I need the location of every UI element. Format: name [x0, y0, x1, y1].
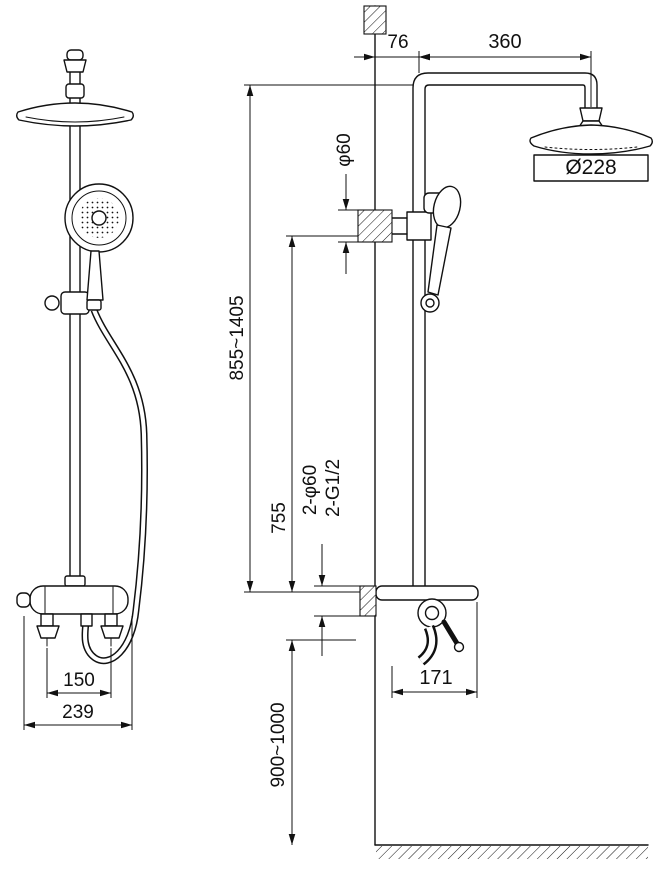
inlet-flange-hatch [359, 585, 377, 617]
dim-bracket-diameter: φ60 [334, 133, 358, 274]
wall-hatch-band [363, 5, 387, 35]
rain-head-side [529, 124, 653, 155]
side-view: 76 360 Ø228 φ60 855~1405 755 [227, 5, 653, 859]
mixer-lever-knob [453, 641, 465, 653]
hand-shower-front [64, 183, 134, 311]
rain-head-mount [65, 83, 85, 99]
dim-bracket-diameter-label: φ60 [334, 133, 355, 166]
bracket-clamp [406, 211, 432, 241]
dim-riser-height: 855~1405 [227, 84, 413, 593]
rain-head-spray-face [544, 146, 638, 150]
dim-top: 76 360 [354, 31, 592, 107]
dim-overall-width-label: 239 [62, 702, 94, 723]
left-inlet [40, 613, 54, 627]
mixer-spout-inner [419, 625, 436, 664]
dim-head-diameter-label: Ø228 [565, 156, 616, 179]
dim-inlet-spacing: 150 [46, 648, 112, 698]
riser-arm-outer [412, 72, 598, 587]
mixer-left-knob [16, 592, 31, 608]
dim-head-diameter: Ø228 [533, 154, 649, 182]
mixer-shelf [375, 585, 479, 601]
dim-arm-reach-label: 360 [488, 31, 521, 53]
hand-shower-center-cap [91, 210, 107, 226]
wall-bracket [357, 209, 432, 243]
dim-head-diameter-box [533, 154, 649, 182]
rain-head-front-rim [25, 116, 125, 123]
wall-section [363, 5, 387, 846]
dim-inlets: 2-φ60 2-G1/2 [300, 459, 360, 656]
slider-knob [44, 295, 60, 311]
riser-and-arm [412, 72, 604, 587]
mixer-lever [441, 619, 461, 648]
rail-top-cap [66, 49, 84, 61]
dim-bracket-height-label: 755 [269, 502, 290, 534]
mixer-valve-cap [424, 605, 440, 621]
floor-section [374, 844, 649, 859]
dim-inlets-thread-label: 2-G1/2 [323, 459, 344, 517]
hand-shower-ball-joint-core [425, 298, 435, 308]
riser-collar [64, 575, 86, 587]
head-connector-nut [579, 107, 603, 122]
rail-top-nut [63, 59, 87, 73]
hand-shower-handle-front [86, 250, 104, 301]
dim-wall-offset-label: 76 [387, 32, 408, 53]
dim-bracket-height: 755 [269, 235, 358, 592]
slider-bracket [44, 291, 90, 315]
dim-spout-reach: 171 [391, 602, 478, 698]
dim-riser-height-label: 855~1405 [227, 295, 248, 380]
hose-outlet-stub [80, 613, 93, 627]
rain-head-front [16, 83, 134, 127]
riser-arm-inner [424, 84, 586, 587]
rain-head-front-dish [16, 102, 134, 127]
mixer-front [16, 575, 129, 647]
hose-core [82, 309, 147, 663]
dim-overall-width: 239 [23, 616, 133, 730]
bracket-flange-hatch [357, 209, 393, 243]
mixer-side [359, 585, 479, 666]
hand-shower-hose-nut [86, 299, 102, 311]
hand-shower-side [420, 185, 462, 313]
hand-shower-handle-side [427, 224, 452, 296]
dim-inlet-spacing-label: 150 [63, 670, 95, 691]
dim-inlets-diameter-label: 2-φ60 [300, 465, 321, 515]
floor-hatch [376, 846, 648, 859]
hand-shower-head-side [432, 185, 462, 229]
rain-head-dish [529, 124, 653, 155]
right-inlet [104, 613, 118, 627]
shower-hose [81, 308, 149, 665]
front-view: 150 239 [16, 49, 149, 730]
dim-install-height: 900~1000 [268, 639, 356, 845]
right-inlet-nut [100, 625, 124, 639]
dim-install-height-label: 900~1000 [268, 702, 289, 787]
dim-spout-reach-label: 171 [419, 667, 452, 689]
hand-shower-face-ring [71, 190, 127, 246]
left-inlet-nut [36, 625, 60, 639]
slider-clamp [60, 291, 90, 315]
